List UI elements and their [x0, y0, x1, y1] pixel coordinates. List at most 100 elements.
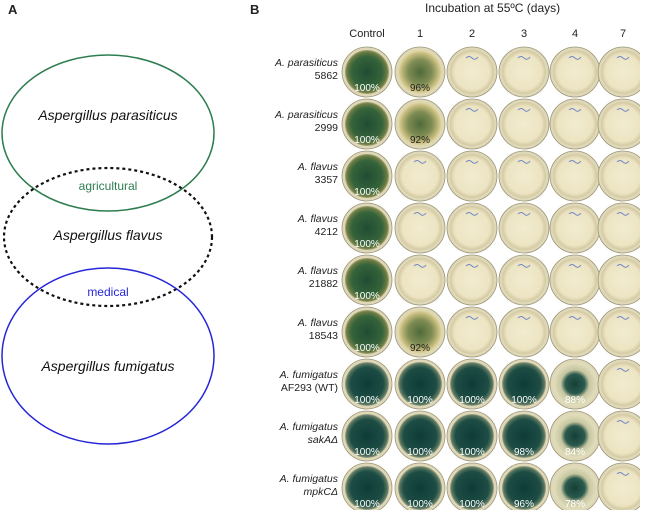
- viability-percent: 92%: [410, 135, 430, 146]
- petri-dish-culture: [601, 414, 640, 458]
- pen-mark: [616, 264, 630, 268]
- petri-dish-culture: [450, 258, 494, 302]
- viability-percent: 100%: [354, 447, 380, 458]
- panel-a-letter: A: [8, 2, 18, 17]
- petri-dish-culture: [345, 362, 389, 406]
- viability-percent: 88%: [565, 395, 585, 406]
- petri-dish-culture: [502, 50, 546, 94]
- pen-mark: [616, 420, 630, 424]
- viability-percent: 96%: [410, 83, 430, 94]
- strain-id: 4212: [314, 226, 338, 238]
- petri-dish-culture: [450, 466, 494, 510]
- strain-id: sakAΔ: [307, 434, 338, 446]
- venn-diagram: Aspergillus parasiticus agricultural Asp…: [1, 54, 215, 445]
- medical-label: medical: [87, 285, 128, 299]
- petri-dish-culture: [502, 258, 546, 302]
- strain-id: AF293 (WT): [280, 382, 338, 394]
- pen-mark: [413, 264, 427, 268]
- column-label-5: 7: [619, 28, 627, 40]
- pen-mark: [517, 316, 531, 320]
- strain-species: A. flavus: [297, 213, 338, 225]
- viability-percent: 100%: [354, 395, 380, 406]
- pen-mark: [517, 108, 531, 112]
- petri-dish-culture: [450, 362, 494, 406]
- petri-dish-culture: [502, 466, 546, 510]
- viability-percent: 100%: [354, 343, 380, 354]
- strain-species: A. fumigatus: [279, 369, 338, 381]
- petri-dish-culture: [345, 258, 389, 302]
- agricultural-label: agricultural: [79, 179, 138, 193]
- viability-percent: 78%: [565, 499, 585, 510]
- pen-mark: [465, 108, 479, 112]
- petri-dish-culture: [450, 50, 494, 94]
- petri-dish-culture: [502, 362, 546, 406]
- petri-dish-culture: [502, 102, 546, 146]
- viability-percent: 100%: [459, 499, 485, 510]
- pen-mark: [517, 264, 531, 268]
- petri-dish-culture: [601, 310, 640, 354]
- pen-mark: [616, 472, 630, 476]
- pen-mark: [465, 316, 479, 320]
- pen-mark: [413, 160, 427, 164]
- petri-dish-culture: [601, 102, 640, 146]
- column-label-2: 2: [468, 28, 476, 40]
- petri-dish-culture: [398, 362, 442, 406]
- petri-dish-culture: [553, 362, 597, 406]
- viability-percent: 100%: [354, 291, 380, 302]
- pen-mark: [568, 108, 582, 112]
- petri-dish-culture: [450, 414, 494, 458]
- petri-dish-culture: [502, 206, 546, 250]
- petri-dish-culture: [553, 206, 597, 250]
- pen-mark: [465, 160, 479, 164]
- petri-dish-culture: [450, 310, 494, 354]
- petri-dish-culture: [450, 102, 494, 146]
- petri-dish-culture: [345, 102, 389, 146]
- column-label-1: 1: [416, 28, 424, 40]
- pen-mark: [517, 160, 531, 164]
- strain-id: 21882: [308, 278, 338, 290]
- viability-percent: 100%: [354, 187, 380, 198]
- viability-percent: 100%: [354, 239, 380, 250]
- petri-dish-culture: [345, 466, 389, 510]
- parasiticus-ellipse: [1, 54, 215, 212]
- pen-mark: [616, 368, 630, 372]
- viability-percent: 98%: [514, 447, 534, 458]
- petri-dish-culture: [601, 466, 640, 510]
- strain-id: 18543: [308, 330, 338, 342]
- column-label-0: Control: [349, 28, 385, 40]
- petri-dish-culture: [553, 414, 597, 458]
- strain-species: A. fumigatus: [279, 421, 338, 433]
- column-label-4: 4: [571, 28, 579, 40]
- petri-dish-culture: [553, 310, 597, 354]
- petri-dish-culture: [345, 414, 389, 458]
- pen-mark: [465, 212, 479, 216]
- strain-species: A. flavus: [297, 317, 338, 329]
- petri-dish-culture: [398, 102, 442, 146]
- column-label-3: 3: [520, 28, 528, 40]
- strain-species: A. parasiticus: [274, 109, 338, 121]
- strain-id: 5862: [314, 70, 338, 82]
- pen-mark: [616, 160, 630, 164]
- pen-mark: [568, 56, 582, 60]
- petri-dish-culture: [345, 154, 389, 198]
- petri-dish-culture: [345, 310, 389, 354]
- flavus-ellipse: [2, 166, 214, 308]
- viability-percent: 92%: [410, 343, 430, 354]
- incubation-header: Incubation at 55ºC (days): [425, 1, 561, 15]
- viability-percent: 100%: [354, 83, 380, 94]
- viability-percent: 84%: [565, 447, 585, 458]
- viability-percent: 100%: [407, 499, 433, 510]
- viability-percent: 100%: [407, 447, 433, 458]
- pen-mark: [616, 56, 630, 60]
- pen-mark: [517, 56, 531, 60]
- strain-species: A. parasiticus: [274, 57, 338, 69]
- petri-dish-culture: [398, 466, 442, 510]
- petri-dish-culture: [398, 258, 442, 302]
- petri-dish-culture: [553, 154, 597, 198]
